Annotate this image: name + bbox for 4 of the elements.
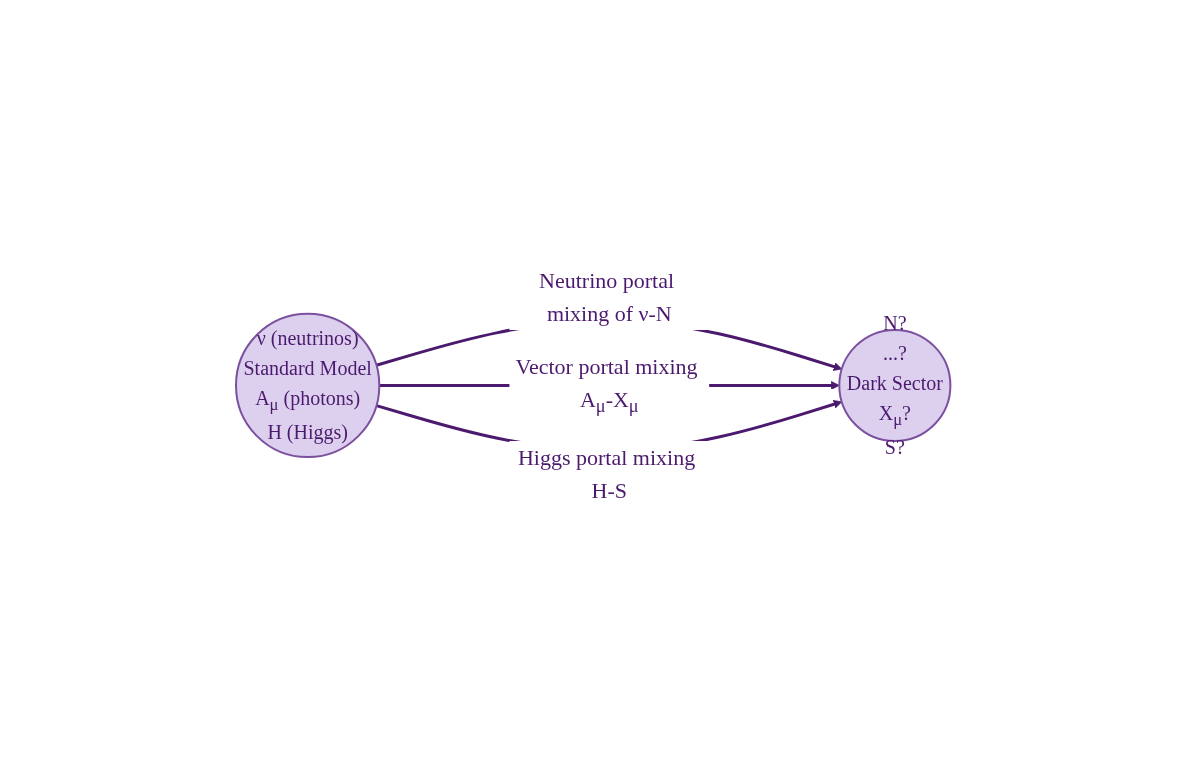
node-circle: ν (neutrinos) Standard Model A$_{μ}$ (photons) H (Higgs) — [234, 312, 381, 458]
edge-label: Higgs portal mixing H-S — [517, 444, 695, 503]
edge-label: Vector portal mixing A$_{μ}$-X$_{μ}$ — [515, 353, 698, 416]
edge-label: Neutrino portal mixing of ν-N — [538, 267, 674, 326]
